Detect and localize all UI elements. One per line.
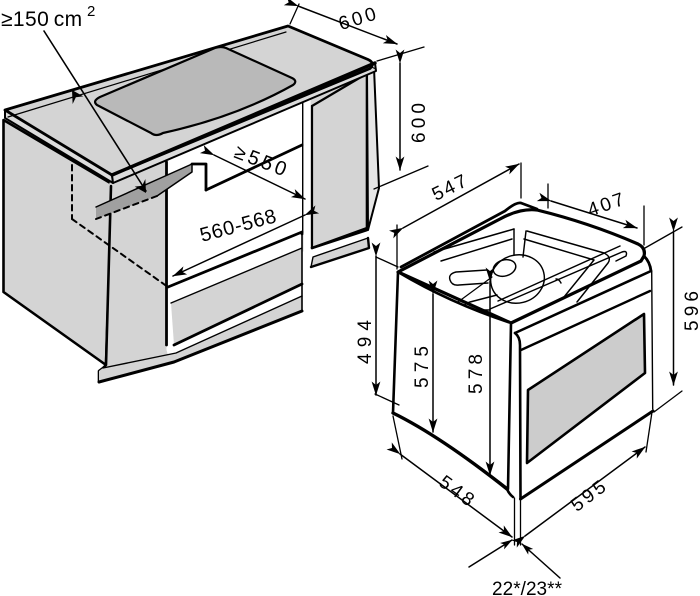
svg-text:547: 547: [429, 171, 471, 206]
svg-text:407: 407: [585, 189, 627, 221]
svg-text:22*/23**: 22*/23**: [492, 579, 563, 596]
svg-text:596: 596: [682, 291, 700, 331]
svg-text:575: 575: [412, 346, 433, 388]
svg-text:600: 600: [336, 4, 378, 35]
svg-text:≥150 cm: ≥150 cm: [1, 8, 83, 31]
svg-text:578: 578: [466, 354, 487, 394]
svg-text:548: 548: [435, 472, 478, 511]
svg-text:600: 600: [409, 103, 430, 143]
svg-text:595: 595: [567, 477, 610, 517]
svg-text:2: 2: [87, 3, 95, 20]
svg-text:494: 494: [355, 320, 376, 364]
